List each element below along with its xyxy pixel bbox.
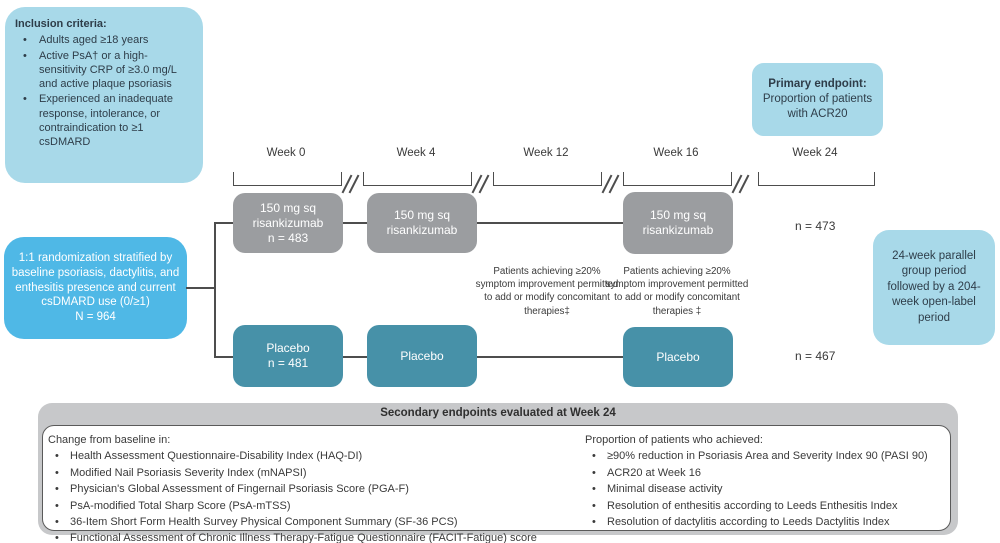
- secondary-endpoint-item: Minimal disease activity: [585, 481, 955, 498]
- connector-placebo-in: [214, 356, 234, 358]
- secondary-right-column: Proportion of patients who achieved: ≥90…: [585, 432, 955, 531]
- week-4-label: Week 4: [396, 147, 436, 159]
- improvement-note-week16: Patients achieving ≥20% symptom improvem…: [605, 266, 749, 317]
- timeline-segment-week0: [233, 172, 342, 186]
- secondary-right-title: Proportion of patients who achieved:: [585, 434, 763, 446]
- primary-endpoint-box: Primary endpoint: Proportion of patients…: [752, 63, 883, 136]
- secondary-endpoint-item: Resolution of dactylitis according to Le…: [585, 514, 955, 531]
- randomization-text: 1:1 randomization stratified by baseline…: [11, 252, 180, 309]
- connector-placebo-1-2: [343, 356, 368, 358]
- connector-risankizumab-in: [214, 222, 234, 224]
- risankizumab-box-week0: 150 mg sq risankizumab n = 483: [233, 193, 343, 253]
- inclusion-criteria-box: Inclusion criteria: Adults aged ≥18 year…: [5, 7, 203, 183]
- connector-risankizumab-2-3: [477, 222, 624, 224]
- week-0-label: Week 0: [266, 147, 306, 159]
- inclusion-criteria-item: Experienced an inadequate response, into…: [15, 92, 195, 149]
- primary-endpoint-text: Proportion of patients with ACR20: [762, 93, 873, 120]
- placebo-final-n: n = 467: [795, 349, 836, 363]
- secondary-left-column: Change from baseline in: Health Assessme…: [48, 432, 583, 543]
- placebo-label: Placebo: [656, 349, 700, 364]
- placebo-label: Placebo: [266, 341, 310, 355]
- secondary-endpoint-item: Modified Nail Psoriasis Severity Index (…: [48, 465, 583, 482]
- secondary-endpoint-item: 36-Item Short Form Health Survey Physica…: [48, 514, 583, 531]
- randomization-box: 1:1 randomization stratified by baseline…: [4, 237, 187, 339]
- placebo-box-week16: Placebo: [623, 327, 733, 387]
- placebo-n: n = 481: [267, 356, 309, 370]
- secondary-endpoint-item: PsA-modified Total Sharp Score (PsA-mTSS…: [48, 498, 583, 515]
- connector-branch-vertical: [214, 222, 216, 357]
- placebo-box-week4: Placebo: [367, 325, 477, 387]
- connector-risankizumab-1-2: [343, 222, 368, 224]
- connector-randomization-stub: [186, 287, 215, 289]
- inclusion-criteria-item: Active PsA† or a high-sensitivity CRP of…: [15, 49, 195, 92]
- timeline-segment-week16: [623, 172, 732, 186]
- timeline-segment-week24: [758, 172, 875, 186]
- timeline-break-icon: [731, 174, 750, 194]
- improvement-note-week12: Patients achieving ≥20% symptom improvem…: [475, 266, 619, 317]
- timeline-break-icon: [471, 174, 490, 194]
- risankizumab-label: 150 mg sq risankizumab: [252, 200, 324, 230]
- parallel-period-box: 24-week parallel group period followed b…: [873, 230, 995, 345]
- secondary-endpoint-item: Resolution of enthesitis according to Le…: [585, 498, 955, 515]
- placebo-label: Placebo: [400, 348, 444, 363]
- week-16-label: Week 16: [653, 147, 699, 159]
- risankizumab-final-n: n = 473: [795, 219, 836, 233]
- connector-placebo-2-3: [477, 356, 624, 358]
- secondary-endpoint-item: Functional Assessment of Chronic Illness…: [48, 530, 583, 543]
- risankizumab-label: 150 mg sq risankizumab: [386, 208, 458, 237]
- secondary-endpoints-header: Secondary endpoints evaluated at Week 24: [380, 407, 616, 419]
- secondary-endpoint-item: ACR20 at Week 16: [585, 465, 955, 482]
- week-24-label: Week 24: [792, 147, 838, 159]
- secondary-endpoint-item: Health Assessment Questionnaire-Disabili…: [48, 448, 583, 465]
- timeline-segment-week12: [493, 172, 602, 186]
- inclusion-criteria-title: Inclusion criteria:: [15, 18, 107, 30]
- primary-endpoint-title: Primary endpoint:: [768, 78, 867, 91]
- timeline-break-icon: [601, 174, 620, 194]
- secondary-endpoint-item: ≥90% reduction in Psoriasis Area and Sev…: [585, 448, 955, 465]
- inclusion-criteria-item: Adults aged ≥18 years: [15, 33, 195, 48]
- randomization-n: N = 964: [75, 311, 116, 324]
- parallel-period-text: 24-week parallel group period followed b…: [887, 249, 981, 324]
- risankizumab-n: n = 483: [267, 230, 309, 245]
- week-12-label: Week 12: [523, 147, 569, 159]
- secondary-endpoint-item: Physician's Global Assessment of Fingern…: [48, 481, 583, 498]
- risankizumab-box-week4: 150 mg sq risankizumab: [367, 193, 477, 253]
- risankizumab-label: 150 mg sq risankizumab: [642, 208, 714, 237]
- secondary-left-title: Change from baseline in:: [48, 434, 171, 446]
- timeline-segment-week4: [363, 172, 472, 186]
- timeline-break-icon: [341, 174, 360, 194]
- risankizumab-box-week16: 150 mg sq risankizumab: [623, 192, 733, 254]
- placebo-box-week0: Placebo n = 481: [233, 325, 343, 387]
